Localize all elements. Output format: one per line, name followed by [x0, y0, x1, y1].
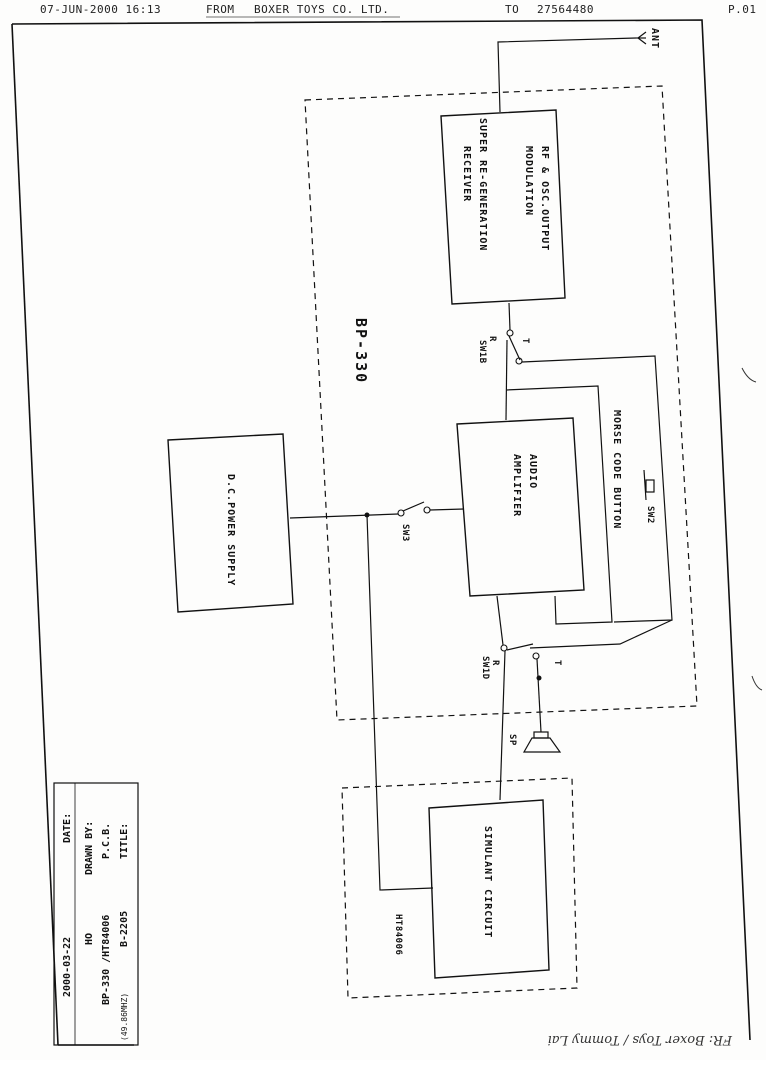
- rf-line-1: RF & OSC.OUTPUT: [539, 146, 550, 251]
- fax-to-number: 27564480: [537, 3, 594, 16]
- fax-from-company: BOXER TOYS CO. LTD.: [254, 3, 389, 16]
- drawn-field-value: HO: [84, 933, 95, 945]
- sw2-label: SW2: [645, 506, 655, 524]
- antenna-symbol: [637, 31, 647, 45]
- bp330-enclosure: [304, 85, 698, 721]
- dc-to-sw3-wire: [289, 513, 399, 519]
- sw3-terminal-2: [423, 506, 431, 514]
- amp-to-sw1d-wire: [496, 595, 504, 646]
- title-block-frame: [53, 782, 139, 1046]
- power-to-simulant-wire: [366, 514, 434, 891]
- speaker-label: SP: [507, 734, 517, 746]
- main-title: BP-330: [352, 318, 370, 384]
- morse-box-wire: [505, 385, 613, 625]
- sw1d-r-label: R: [490, 660, 500, 666]
- sw1b-r-label: R: [487, 336, 497, 342]
- sw1b-top-wire: [508, 302, 511, 331]
- sw1b-label: SW1B: [477, 340, 487, 364]
- fax-to-label: TO: [505, 3, 519, 16]
- speaker-icon: [522, 737, 562, 753]
- scan-mark-2: [751, 675, 763, 691]
- rf-line-2: MODULATION: [523, 146, 534, 216]
- sw1d-t-label: T: [552, 660, 562, 666]
- sw1d-terminal-t: [532, 652, 540, 660]
- date-field-label: DATE:: [62, 813, 73, 843]
- rf-line-4: RECEIVER: [461, 146, 472, 202]
- handwritten-note: FR: Boxer Toys / Tommy Lai: [548, 1032, 733, 1047]
- dc-supply-label: D.C.POWER SUPPLY: [225, 474, 236, 586]
- sw1b-t-loop-wire: [521, 355, 673, 623]
- title-field-value: B-2205: [119, 911, 130, 947]
- sw3-label: SW3: [400, 524, 410, 542]
- sw3-terminal-1: [397, 509, 405, 517]
- title-field-note: (49.86MHZ): [120, 993, 129, 1041]
- sw1d-to-simulant-wire: [499, 650, 506, 801]
- title-field-label: TITLE:: [119, 823, 130, 859]
- fax-date-time: 07-JUN-2000 16:13: [40, 3, 161, 16]
- dc-power-supply-block: [167, 433, 294, 613]
- ic-label: HT84006: [393, 914, 403, 955]
- fax-page-number: P.01: [728, 3, 757, 16]
- simulant-enclosure: [341, 777, 578, 999]
- simulant-label: SIMULANT CIRCUIT: [482, 826, 493, 938]
- sw1d-terminal-r: [500, 644, 508, 652]
- pcb-field-value: BP-330 /HT84006: [101, 915, 112, 1005]
- pcb-field-label: P.C.B.: [101, 823, 112, 859]
- sw1b-terminal-t: [515, 357, 523, 365]
- audio-amplifier-block: [456, 417, 585, 597]
- amp-line-2: AMPLIFIER: [511, 454, 522, 517]
- scan-mark-1: [741, 367, 757, 383]
- sw2-button-icon: [645, 479, 655, 493]
- antenna-label: ANT: [649, 28, 660, 49]
- sw1d-lever: [506, 643, 534, 651]
- sw1b-lever: [508, 335, 521, 361]
- drawn-field-label: DRAWN BY:: [84, 821, 95, 875]
- drawing-border-top-right: [11, 19, 751, 1041]
- sw1d-t-return-wire: [529, 619, 673, 649]
- title-block: TITLE: B-2205 (49.86MHZ) P.C.B. BP-330 /…: [53, 782, 139, 1046]
- morse-label: MORSE CODE BUTTON: [611, 410, 622, 529]
- amp-line-1: AUDIO: [527, 454, 538, 489]
- fax-from-label: FROM: [206, 3, 235, 16]
- rf-module-block: [440, 109, 566, 305]
- antenna-wire: [497, 37, 637, 113]
- rf-line-3: SUPER RE-GENERATION: [477, 118, 488, 251]
- sw2-contact-bar: [643, 469, 647, 501]
- simulant-circuit-block: [428, 799, 550, 979]
- sw1b-t-label: T: [520, 338, 530, 344]
- speaker-junction-dot: [536, 675, 542, 681]
- sw1b-to-amp-wire: [505, 339, 508, 421]
- sw3-lever: [402, 501, 425, 512]
- sw1d-to-speaker-wire: [536, 658, 542, 733]
- speaker-magnet: [533, 731, 549, 739]
- sw1b-terminal-r: [506, 329, 514, 337]
- sw3-to-amp-wire: [429, 508, 465, 511]
- date-field-value: 2000-03-22: [62, 937, 73, 997]
- sw1d-label: SW1D: [480, 656, 490, 680]
- drawing-border-left: [11, 23, 59, 1046]
